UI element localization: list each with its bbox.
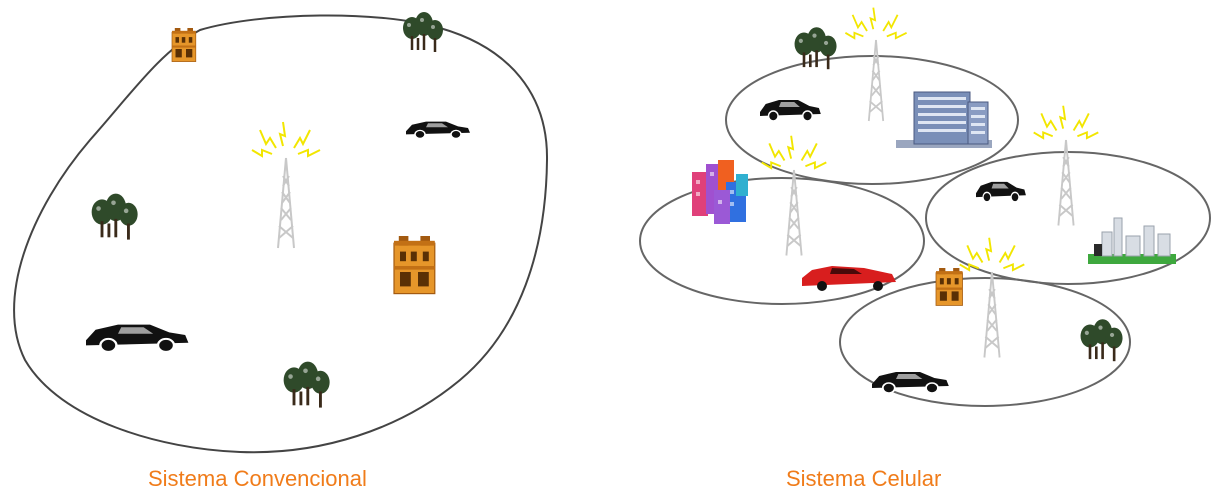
building-icon [394, 236, 435, 294]
conventional-system [14, 12, 547, 452]
cellular-system [640, 8, 1210, 406]
radio-tower-icon [762, 136, 827, 256]
building-icon [936, 268, 963, 305]
office-building-icon [896, 92, 992, 148]
tree-icon [1081, 319, 1123, 361]
building-icon [172, 28, 196, 62]
car-icon [872, 372, 949, 393]
tree-icon [284, 362, 330, 408]
car-icon [976, 182, 1026, 202]
car-icon [406, 122, 470, 139]
coverage-area-outline [14, 15, 547, 452]
caption-cellular-system: Sistema Celular [786, 466, 941, 492]
tree-icon [92, 194, 138, 240]
car-icon [760, 100, 821, 121]
tree-icon [403, 12, 443, 52]
factory-icon [1088, 218, 1176, 264]
radio-tower-icon [960, 238, 1025, 358]
caption-conventional-system: Sistema Convencional [148, 466, 367, 492]
radio-tower-icon [845, 8, 906, 121]
car-icon [86, 325, 188, 352]
red-car-icon [802, 266, 896, 291]
radio-tower-icon [252, 122, 320, 248]
radio-tower-icon [1034, 106, 1099, 226]
colorful-buildings-icon [692, 160, 748, 224]
